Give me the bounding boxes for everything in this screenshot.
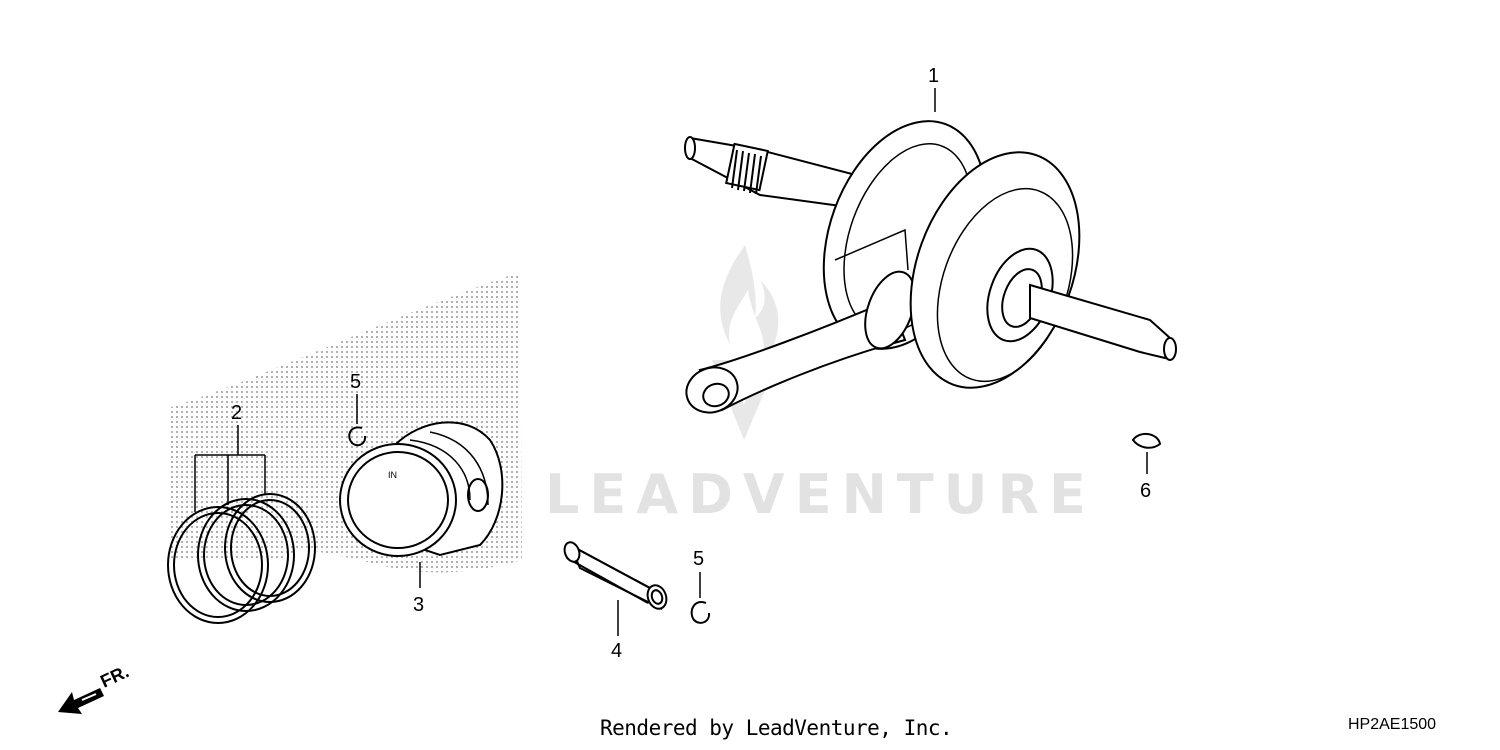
diagram-code: HP2AE1500 [1348, 716, 1437, 733]
callout-5-lower[interactable]: 5 [693, 548, 704, 570]
callout-4[interactable]: 4 [611, 640, 622, 662]
footer-credit: Rendered by LeadVenture, Inc. [600, 716, 953, 740]
callout-6[interactable]: 6 [1140, 480, 1151, 502]
piston-ring-set-drawing[interactable] [167, 493, 316, 624]
front-direction-arrow-icon [58, 688, 104, 714]
front-direction-label: FR. [97, 661, 132, 691]
svg-text:IN: IN [388, 470, 397, 480]
piston-pin-drawing[interactable] [562, 540, 670, 611]
leader-bracket-2 [194, 425, 266, 512]
watermark-text: LEADVENTURE [545, 463, 1096, 526]
piston-pin-clip-lower-drawing[interactable] [690, 600, 711, 624]
woodruff-key-drawing[interactable] [1131, 432, 1162, 449]
callout-1[interactable]: 1 [928, 65, 939, 87]
callout-2[interactable]: 2 [231, 402, 242, 424]
piston-drawing[interactable]: IN [339, 421, 504, 557]
callout-3[interactable]: 3 [413, 594, 424, 616]
crankshaft-drawing[interactable] [680, 98, 1177, 419]
callout-5-upper[interactable]: 5 [350, 371, 361, 393]
piston-pin-clip-upper-drawing[interactable] [348, 426, 367, 447]
